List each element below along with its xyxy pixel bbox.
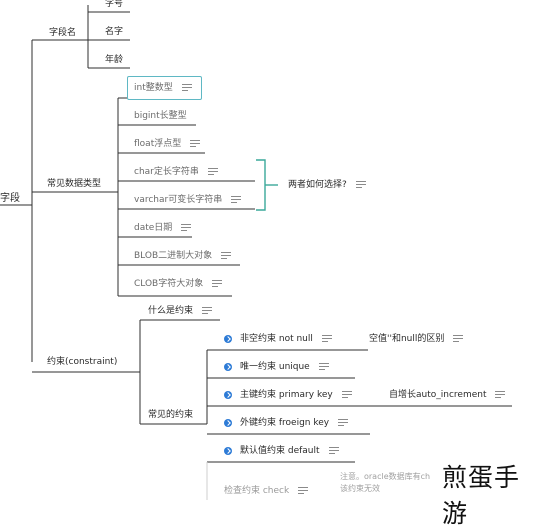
constraint-foreign-key[interactable]: 外键约束 froeign key bbox=[224, 416, 349, 430]
check-note-line-2: 该约束无效 bbox=[340, 484, 380, 493]
type-item-varchar[interactable]: varchar可变长字符串 bbox=[134, 193, 242, 207]
notes-icon bbox=[453, 335, 464, 342]
check-circle-icon bbox=[224, 334, 232, 343]
constraint-not-null[interactable]: 非空约束 not null bbox=[224, 332, 332, 346]
constraint-label: 约束(constraint) bbox=[47, 357, 118, 367]
type-item-int[interactable]: int整数型 bbox=[134, 81, 192, 95]
check-note-line-1: 注意。oracle数据库有ch bbox=[340, 472, 431, 481]
data-types-node[interactable]: 常见数据类型 bbox=[47, 177, 101, 191]
summary-node[interactable]: 两者如何选择? bbox=[288, 178, 366, 192]
constraint-item-label: 默认值约束 default bbox=[240, 446, 320, 456]
type-label: varchar可变长字符串 bbox=[134, 195, 223, 205]
notes-icon bbox=[328, 447, 339, 454]
notes-icon bbox=[495, 391, 506, 398]
field-item-label: 年龄 bbox=[105, 55, 124, 65]
type-item-clob[interactable]: CLOB字符大对象 bbox=[134, 277, 223, 291]
notes-icon bbox=[298, 487, 309, 494]
field-name-label: 字段名 bbox=[49, 28, 77, 38]
common-constraints-label: 常见的约束 bbox=[148, 410, 194, 420]
type-label: date日期 bbox=[134, 223, 173, 233]
type-item-date[interactable]: date日期 bbox=[134, 221, 192, 235]
summary-label: 两者如何选择? bbox=[288, 180, 347, 190]
note-label: 自增长auto_increment bbox=[389, 390, 487, 400]
what-is-constraint-node[interactable]: 什么是约束 bbox=[148, 304, 213, 318]
type-item-char[interactable]: char定长字符串 bbox=[134, 165, 218, 179]
constraint-unique[interactable]: 唯一约束 unique bbox=[224, 360, 329, 374]
selected-node-highlight bbox=[127, 76, 202, 100]
notes-icon bbox=[181, 224, 192, 231]
notes-icon bbox=[338, 419, 349, 426]
data-types-label: 常见数据类型 bbox=[47, 179, 102, 189]
type-item-float[interactable]: float浮点型 bbox=[134, 137, 201, 151]
watermark-logo: 煎蛋手游 bbox=[442, 463, 521, 528]
notes-icon bbox=[231, 196, 242, 203]
check-circle-icon bbox=[224, 390, 232, 399]
type-label: BLOB二进制大对象 bbox=[134, 251, 213, 261]
root-label: 字段 bbox=[0, 193, 20, 204]
what-is-constraint-label: 什么是约束 bbox=[148, 306, 194, 316]
notes-icon bbox=[190, 140, 201, 147]
type-item-bigint[interactable]: bigint长整型 bbox=[134, 109, 187, 123]
field-item-2[interactable]: 名字 bbox=[105, 25, 123, 39]
common-constraints-node[interactable]: 常见的约束 bbox=[148, 408, 193, 422]
constraint-item-label: 检查约束 check bbox=[224, 486, 290, 496]
constraint-item-label: 唯一约束 unique bbox=[240, 362, 310, 372]
type-label: char定长字符串 bbox=[134, 167, 199, 177]
notes-icon bbox=[341, 391, 352, 398]
check-circle-icon bbox=[224, 418, 232, 427]
constraint-primary-key[interactable]: 主键约束 primary key bbox=[224, 388, 352, 402]
notes-icon bbox=[321, 335, 332, 342]
note-null-difference[interactable]: 空值''和null的区别 bbox=[369, 332, 464, 346]
notes-icon bbox=[207, 168, 218, 175]
note-label: 空值''和null的区别 bbox=[369, 334, 445, 344]
type-label: int整数型 bbox=[134, 83, 173, 93]
field-name-node[interactable]: 字段名 bbox=[49, 26, 76, 40]
note-auto-increment[interactable]: 自增长auto_increment bbox=[389, 388, 506, 402]
constraint-item-label: 外键约束 froeign key bbox=[240, 418, 330, 428]
type-label: float浮点型 bbox=[134, 139, 182, 149]
type-label: bigint长整型 bbox=[134, 111, 187, 121]
field-item-label: 名字 bbox=[105, 27, 124, 37]
check-note: 注意。oracle数据库有ch 该约束无效 bbox=[340, 471, 430, 495]
notes-icon bbox=[202, 307, 213, 314]
notes-icon bbox=[212, 280, 223, 287]
check-circle-icon bbox=[224, 362, 232, 371]
notes-icon bbox=[181, 84, 192, 91]
field-item-label: 字号 bbox=[105, 0, 124, 9]
notes-icon bbox=[221, 252, 232, 259]
constraint-item-label: 非空约束 not null bbox=[240, 334, 313, 344]
type-label: CLOB字符大对象 bbox=[134, 279, 204, 289]
constraint-default[interactable]: 默认值约束 default bbox=[224, 444, 339, 458]
constraint-item-label: 主键约束 primary key bbox=[240, 390, 333, 400]
notes-icon bbox=[318, 363, 329, 370]
check-circle-icon bbox=[224, 446, 232, 455]
constraint-node[interactable]: 约束(constraint) bbox=[47, 355, 117, 369]
type-item-blob[interactable]: BLOB二进制大对象 bbox=[134, 249, 232, 263]
constraint-check[interactable]: 检查约束 check bbox=[224, 484, 309, 498]
root-node[interactable]: 字段 bbox=[0, 192, 20, 206]
notes-icon bbox=[355, 181, 366, 188]
field-item-1[interactable]: 字号 bbox=[105, 0, 123, 11]
field-item-3[interactable]: 年龄 bbox=[105, 53, 123, 67]
